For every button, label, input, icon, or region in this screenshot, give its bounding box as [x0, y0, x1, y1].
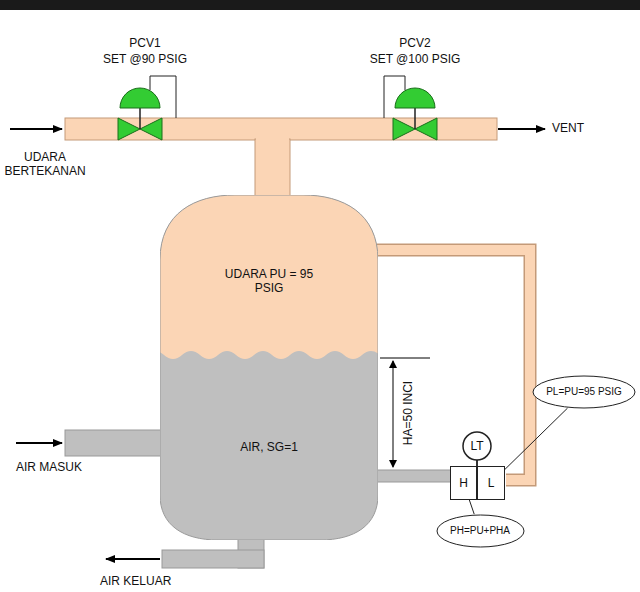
port-label: L: [488, 476, 495, 490]
flow-label: UDARA BERTEKANAN: [0, 150, 90, 179]
setpoint-note: SET @90 PSIG: [103, 52, 187, 66]
callout-text: PL=PU=95 PSIG: [546, 386, 622, 398]
callout-ellipse: PL=PU=95 PSIG: [532, 375, 636, 409]
callout-ellipse: PH=PU+PHA: [436, 514, 525, 548]
port-label: H: [459, 476, 468, 490]
high-side-port: H: [450, 466, 477, 500]
dimension-label: HA=50 INCI: [401, 381, 415, 445]
flow-label: AIR MASUK: [16, 460, 82, 474]
port-label: LT: [470, 439, 483, 453]
leader-line: [505, 408, 568, 469]
region-label: UDARA PU = 95 PSIG: [219, 267, 319, 296]
valve-tag: PCV1: [129, 36, 160, 50]
flow-label: VENT: [552, 121, 584, 135]
low-side-port: L: [477, 466, 505, 500]
flow-label: AIR KELUAR: [100, 574, 171, 588]
callout-text: PH=PU+PHA: [450, 525, 510, 537]
valve-tag: PCV2: [399, 36, 430, 50]
fluid-label: AIR, SG=1: [189, 440, 349, 454]
tank-shape: [160, 195, 378, 540]
tank: UDARA PU = 95 PSIG AIR, SG=1: [160, 195, 378, 540]
transmitter-head: LT: [462, 431, 492, 461]
setpoint-note: SET @100 PSIG: [370, 52, 461, 66]
leader-line: [469, 500, 474, 514]
